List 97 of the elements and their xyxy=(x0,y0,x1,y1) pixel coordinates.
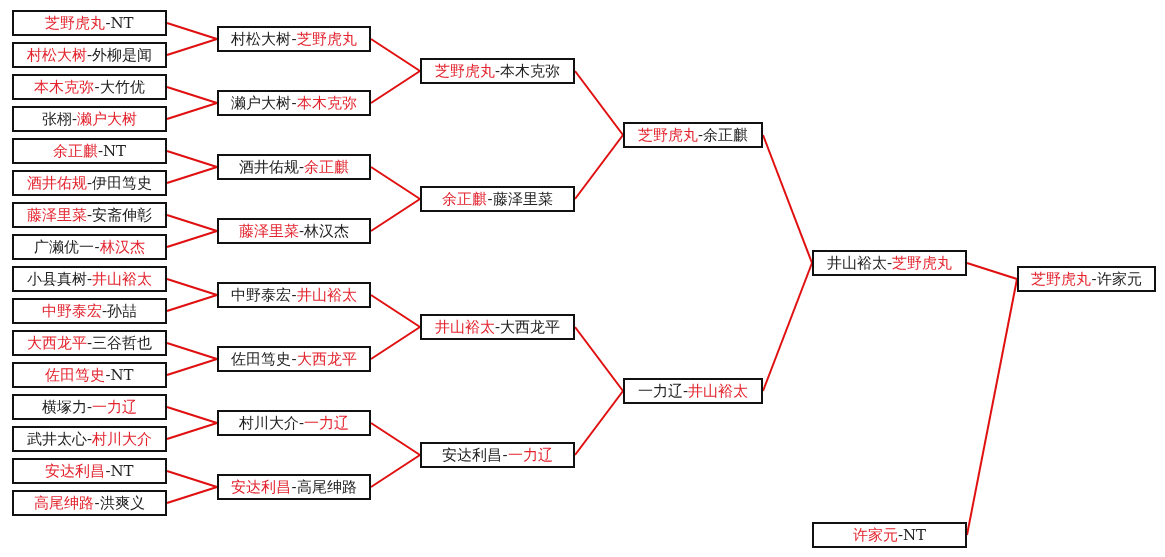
match-box xyxy=(12,42,167,68)
bracket-line xyxy=(370,422,421,456)
bracket-line xyxy=(370,294,421,328)
bracket-line xyxy=(762,262,813,392)
match-players-text: 中野泰宏-孙喆 xyxy=(41,301,138,321)
bracket-line xyxy=(166,38,218,56)
match-players-text: 藤泽里菜-林汉杰 xyxy=(238,221,350,241)
match-box xyxy=(12,138,167,164)
match-box xyxy=(420,186,575,212)
bracket-line xyxy=(166,486,218,504)
match-box xyxy=(420,442,575,468)
bracket-line xyxy=(966,262,1018,280)
match-players-text: 村松大树-芝野虎丸 xyxy=(231,29,357,49)
match-box xyxy=(420,314,575,340)
match-box xyxy=(812,250,967,276)
match-players-text: 本木克弥-大竹优 xyxy=(34,77,145,97)
match-players-text: 濑户大树-本木克弥 xyxy=(231,93,357,113)
bracket-line xyxy=(574,134,624,200)
match-box xyxy=(12,298,167,324)
match-players-text: 藤泽里菜-安斋伸彰 xyxy=(26,205,153,225)
match-box xyxy=(217,474,371,500)
bracket-line xyxy=(574,70,624,136)
match-box xyxy=(12,202,167,228)
bracket-line xyxy=(370,198,421,232)
match-box xyxy=(12,234,167,260)
match-box xyxy=(12,394,167,420)
match-players-text: 芝野虎丸-本木克弥 xyxy=(434,61,561,81)
match-players-text: 余正麒-NT xyxy=(52,141,127,161)
bracket-line xyxy=(166,470,218,488)
bracket-line xyxy=(370,38,421,72)
match-players-text: 酒井佑规-伊田笃史 xyxy=(26,173,153,193)
match-box xyxy=(217,282,371,308)
match-players-text: 一力辽-井山裕太 xyxy=(637,381,749,401)
match-players-text: 村川大介-一力辽 xyxy=(238,413,350,433)
match-players-text: 芝野虎丸-许家元 xyxy=(1031,269,1142,289)
match-box xyxy=(12,106,167,132)
match-box xyxy=(12,426,167,452)
bracket-line xyxy=(166,406,218,424)
match-players-text: 高尾绅路-洪爽义 xyxy=(34,493,145,513)
bracket-line xyxy=(370,70,421,104)
match-players-text: 余正麒-藤泽里菜 xyxy=(442,189,553,209)
bracket-line xyxy=(166,230,218,248)
match-players-text: 酒井佑规-余正麒 xyxy=(238,157,350,177)
match-box xyxy=(12,362,167,388)
match-players-text: 井山裕太-芝野虎丸 xyxy=(826,253,953,273)
match-box xyxy=(217,90,371,116)
bracket-line xyxy=(370,166,421,200)
match-players-text: 横塚力-一力辽 xyxy=(41,397,138,417)
match-players-text: 佐田笃史-NT xyxy=(45,365,134,385)
match-players-text: 安达利昌-高尾绅路 xyxy=(231,477,357,497)
bracket-line xyxy=(370,326,421,360)
match-box xyxy=(12,266,167,292)
match-box xyxy=(217,218,371,244)
match-players-text: 大西龙平-三谷哲也 xyxy=(26,333,153,353)
match-players-text: 中野泰宏-井山裕太 xyxy=(231,285,357,305)
bracket-line xyxy=(166,342,218,360)
match-box xyxy=(623,122,763,148)
match-players-text: 安达利昌-NT xyxy=(45,461,134,481)
match-box xyxy=(217,410,371,436)
bracket-line xyxy=(762,134,813,264)
match-players-text: 村松大树-外柳是闻 xyxy=(26,45,153,65)
bracket-line xyxy=(166,166,218,184)
bracket-line xyxy=(166,102,218,120)
match-box xyxy=(12,10,167,36)
bracket-line xyxy=(166,278,218,296)
bracket-line xyxy=(166,294,218,312)
match-box xyxy=(12,170,167,196)
bracket-line xyxy=(166,422,218,440)
match-box xyxy=(217,154,371,180)
match-players-text: 佐田笃史-大西龙平 xyxy=(231,349,357,369)
bracket-line xyxy=(166,86,218,104)
bracket-line xyxy=(370,454,421,488)
match-players-text: 芝野虎丸-NT xyxy=(45,13,134,33)
bracket-line xyxy=(166,358,218,376)
bracket-line xyxy=(166,150,218,168)
match-box xyxy=(217,346,371,372)
match-players-text: 安达利昌-一力辽 xyxy=(442,445,553,465)
bracket-line xyxy=(166,214,218,232)
bracket-line xyxy=(574,390,624,456)
match-box xyxy=(12,490,167,516)
match-players-text: 武井太心-村川大介 xyxy=(26,429,153,449)
match-players-text: 小县真树-井山裕太 xyxy=(26,269,153,289)
match-players-text: 芝野虎丸-余正麒 xyxy=(637,125,749,145)
match-players-text: 广濑优一-林汉杰 xyxy=(34,237,145,257)
match-box xyxy=(623,378,763,404)
match-box xyxy=(12,330,167,356)
match-players-text: 井山裕太-大西龙平 xyxy=(434,317,561,337)
bracket-line xyxy=(166,22,218,40)
match-players-text: 张栩-濑户大树 xyxy=(41,109,138,129)
match-box xyxy=(1017,266,1156,292)
match-box xyxy=(12,458,167,484)
match-box xyxy=(217,26,371,52)
bracket-line xyxy=(574,326,624,392)
match-box xyxy=(420,58,575,84)
match-box xyxy=(12,74,167,100)
match-box xyxy=(812,522,967,548)
match-players-text: 许家元-NT xyxy=(852,525,927,545)
